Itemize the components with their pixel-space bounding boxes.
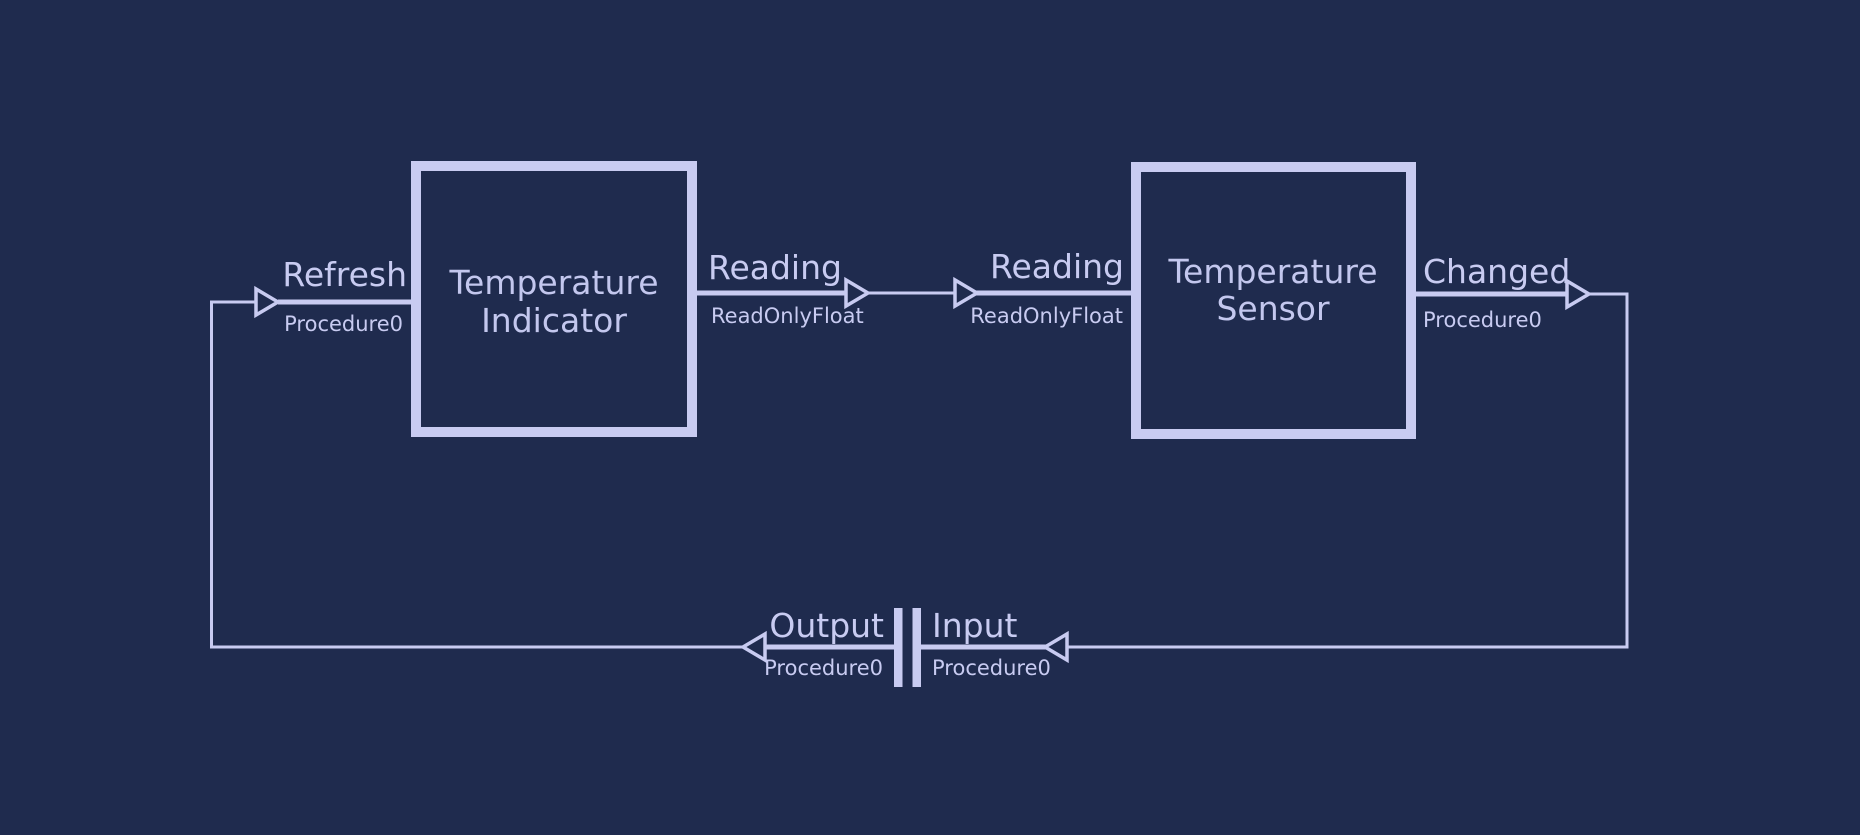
- refresh-port-name: Refresh: [282, 255, 407, 294]
- temperature-indicator-component[interactable]: Temperature Indicator: [411, 161, 697, 437]
- output-port-name: Output: [769, 606, 884, 645]
- binding-bar-right: [912, 608, 921, 687]
- input-arrow-icon: [1041, 630, 1069, 664]
- changed-port[interactable]: Changed Procedure0: [1410, 252, 1593, 332]
- refresh-port-type: Procedure0: [284, 312, 403, 336]
- temperature-sensor-title-line2: Sensor: [1216, 289, 1330, 328]
- reading-output-arrow-icon: [844, 276, 872, 310]
- reading-input-arrow-icon: [953, 276, 981, 310]
- changed-port-type: Procedure0: [1423, 308, 1542, 332]
- temperature-indicator-title-line1: Temperature: [448, 263, 658, 302]
- temperature-sensor-component[interactable]: Temperature Sensor: [1131, 162, 1416, 439]
- temperature-indicator-title-line2: Indicator: [481, 301, 627, 340]
- changed-port-name: Changed: [1423, 252, 1570, 291]
- reading-input-port[interactable]: Reading ReadOnlyFloat: [953, 247, 1140, 328]
- changed-arrow-icon: [1565, 277, 1593, 311]
- reading-input-port-name: Reading: [990, 247, 1124, 286]
- binding-bar-left: [894, 608, 903, 687]
- feedback-wire-output-to-refresh[interactable]: [210, 300, 745, 649]
- reading-output-port-name: Reading: [708, 248, 842, 287]
- temperature-sensor-title-line1: Temperature: [1167, 252, 1377, 291]
- refresh-arrow-icon: [254, 285, 282, 319]
- changed-wire-to-input[interactable]: [1066, 292, 1629, 649]
- temperature-sensor-box[interactable]: [1131, 162, 1416, 439]
- refresh-port[interactable]: Refresh Procedure0: [254, 255, 416, 336]
- input-port-type: Procedure0: [932, 656, 1051, 680]
- temperature-indicator-box[interactable]: [411, 161, 697, 437]
- output-port-type: Procedure0: [764, 656, 883, 680]
- output-input-binding[interactable]: Output Procedure0 Input Procedure0: [739, 606, 1069, 687]
- wires: [210, 291, 1629, 649]
- input-port-name: Input: [932, 606, 1018, 645]
- reading-output-port-type: ReadOnlyFloat: [711, 304, 864, 328]
- reading-output-port[interactable]: Reading ReadOnlyFloat: [692, 248, 872, 328]
- reading-input-port-type: ReadOnlyFloat: [970, 304, 1123, 328]
- output-arrow-icon: [739, 630, 767, 664]
